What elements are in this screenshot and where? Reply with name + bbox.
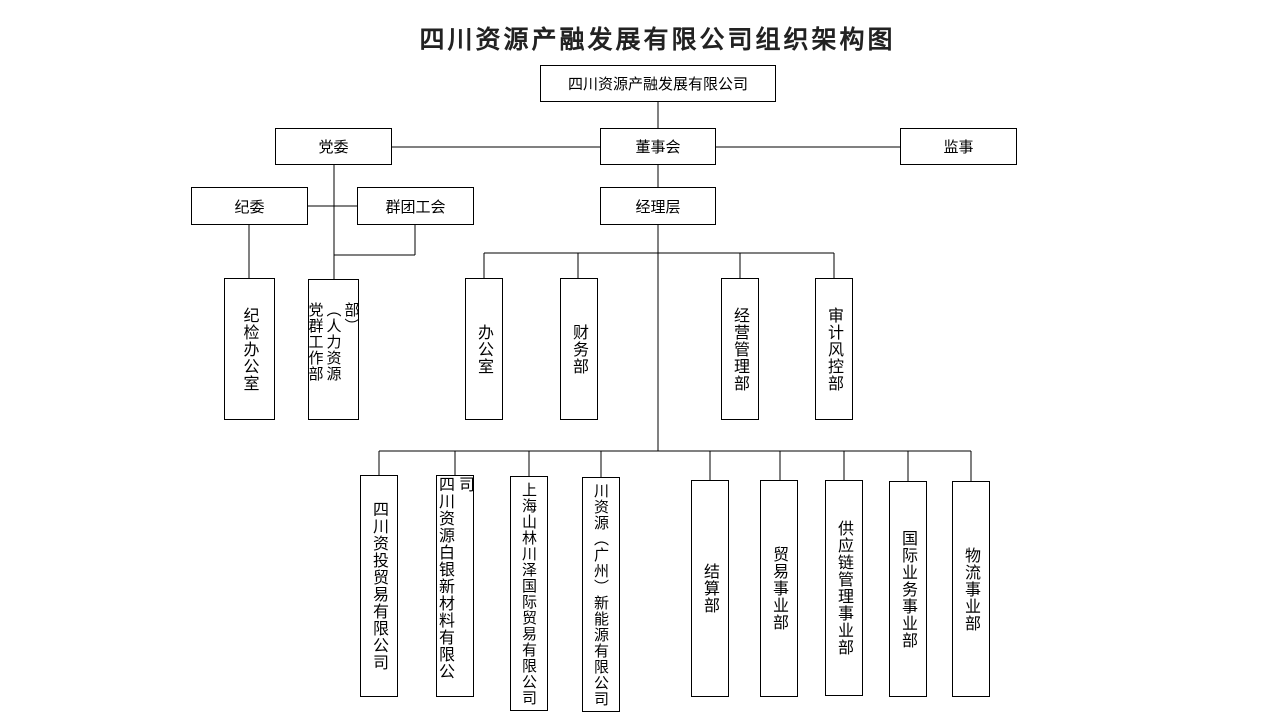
node-label: 财务部 [570, 323, 589, 375]
node-label: 经理层 [635, 197, 681, 216]
node-supply-chain-division: 供应链管理事业部 [825, 480, 863, 696]
node-label: 结算部 [701, 563, 720, 614]
chart-title: 四川资源产融发展有限公司组织架构图 [419, 25, 896, 54]
node-audit-risk-dept: 审计风控部 [815, 278, 853, 420]
node-label: 四川资投贸易有限公司 [370, 501, 389, 671]
node-supervisor: 监事 [900, 128, 1017, 165]
node-discipline-office: 纪检办公室 [224, 278, 275, 420]
node-management: 经理层 [600, 187, 716, 225]
node-label: 群团工会 [385, 197, 446, 216]
node-trade-division: 贸易事业部 [760, 480, 798, 697]
node-label: 纪委 [234, 197, 265, 216]
node-label: 监事 [943, 138, 974, 156]
node-finance-dept: 财务部 [560, 278, 598, 420]
node-party-mass-work-dept: 党群工作部（人力资源部） [306, 279, 361, 420]
node-shanghai-intl-trade-co: 上海山林川泽国际贸易有限公司 [510, 476, 548, 711]
node-label: 纪检办公室 [240, 306, 260, 392]
node-operations-mgmt-dept: 经营管理部 [721, 278, 759, 420]
node-label: 贸易事业部 [770, 546, 789, 631]
node-office: 办公室 [465, 278, 503, 420]
node-international-division: 国际业务事业部 [889, 481, 927, 697]
node-sichuan-trade-co: 四川资投贸易有限公司 [360, 475, 398, 697]
node-label: 党群工作部（人力资源部） [306, 301, 361, 382]
node-logistics-division: 物流事业部 [952, 481, 990, 697]
node-board: 董事会 [600, 128, 716, 165]
node-guangzhou-new-energy-co: 川资源（广州）新能源有限公司 [582, 477, 620, 712]
node-label: 办公室 [475, 323, 494, 375]
node-discipline-committee: 纪委 [191, 187, 308, 225]
node-label: 经营管理部 [731, 306, 750, 392]
node-label: 国际业务事业部 [899, 529, 918, 649]
node-settlement-dept: 结算部 [691, 480, 729, 697]
node-company: 四川资源产融发展有限公司 [540, 65, 776, 102]
node-label: 四川资源产融发展有限公司 [567, 75, 748, 93]
node-label: 上海山林川泽国际贸易有限公司 [520, 481, 538, 706]
node-baiyin-new-materials-co: 四川资源白银新材料有限公司 [436, 475, 475, 697]
node-label: 物流事业部 [962, 546, 981, 632]
node-label: 川资源（广州）新能源有限公司 [592, 482, 610, 707]
node-mass-org-union: 群团工会 [357, 187, 474, 225]
node-label: 党委 [318, 138, 349, 156]
node-label: 供应链管理事业部 [835, 520, 854, 656]
node-label: 审计风控部 [825, 306, 844, 392]
node-label: 四川资源白银新材料有限公司 [436, 476, 475, 680]
node-label: 董事会 [635, 138, 681, 156]
node-party-committee: 党委 [275, 128, 392, 165]
